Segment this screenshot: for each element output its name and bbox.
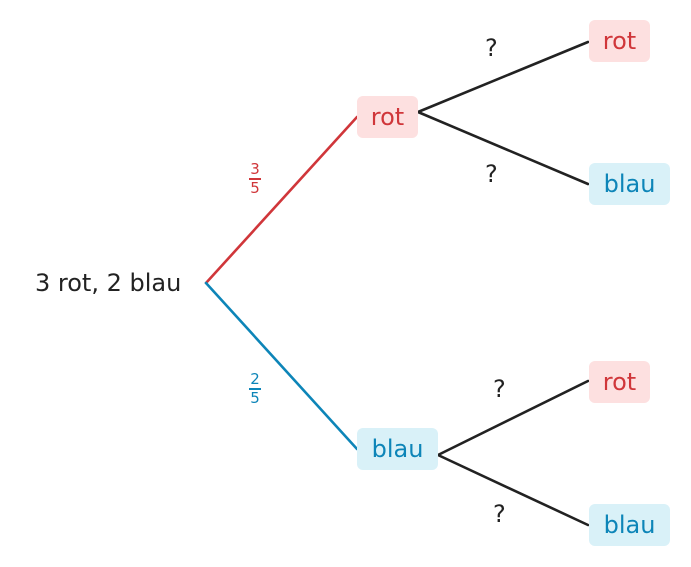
edge-rot-to-blau xyxy=(416,110,590,186)
edge-rot-to-rot xyxy=(416,40,590,114)
node-blau-rot: rot xyxy=(589,361,650,403)
fraction-denominator: 5 xyxy=(250,388,260,407)
fraction-numerator: 3 xyxy=(250,160,260,178)
edge-blau-to-rot xyxy=(436,379,590,457)
probability-rot-rot: ? xyxy=(485,34,498,62)
probability-rot-fraction: 3 5 xyxy=(247,162,263,196)
probability-blau-rot: ? xyxy=(493,375,506,403)
node-rot-rot: rot xyxy=(589,20,650,62)
edge-root-to-blau xyxy=(204,281,359,451)
edge-blau-to-blau xyxy=(436,453,590,527)
probability-rot-blau: ? xyxy=(485,160,498,188)
fraction-bar xyxy=(249,388,261,390)
root-label: 3 rot, 2 blau xyxy=(35,269,182,297)
probability-blau-fraction: 2 5 xyxy=(247,372,263,406)
fraction-bar xyxy=(249,178,261,180)
fraction-denominator: 5 xyxy=(250,178,260,197)
node-blau-blau: blau xyxy=(589,504,670,546)
node-rot-first: rot xyxy=(357,96,418,138)
node-blau-first: blau xyxy=(357,428,438,470)
probability-blau-blau: ? xyxy=(493,500,506,528)
node-rot-blau: blau xyxy=(589,163,670,205)
fraction-numerator: 2 xyxy=(250,370,260,388)
edge-root-to-rot xyxy=(204,115,359,285)
